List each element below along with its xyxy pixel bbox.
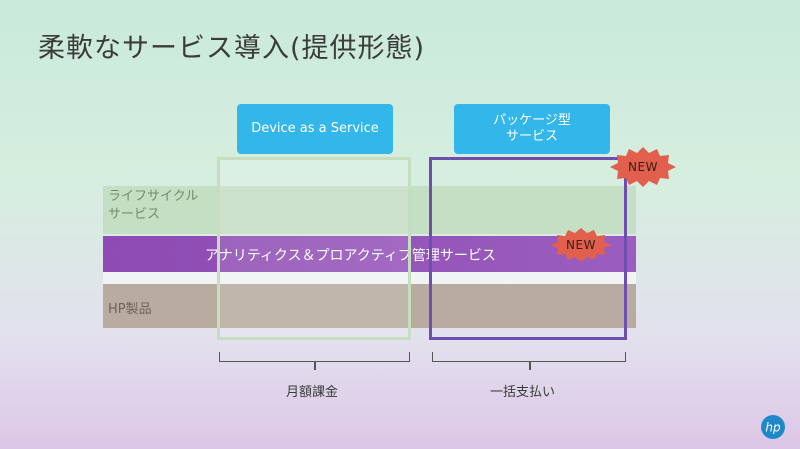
starburst-icon xyxy=(550,228,612,262)
lifecycle-label-line1: ライフサイクル xyxy=(108,189,199,204)
slide-title: 柔軟なサービス導入(提供形態) xyxy=(38,33,426,64)
new-badge-analytics-text: NEW xyxy=(566,238,596,252)
analytics-label: アナリティクス＆プロアクティブ管理サービス xyxy=(205,248,496,264)
monthly-bracket-tick xyxy=(314,362,316,370)
package-service-label: パッケージ型 サービス xyxy=(454,104,610,154)
lifecycle-band xyxy=(103,186,636,234)
hp-logo-text: hp xyxy=(765,421,781,435)
analytics-band xyxy=(103,236,636,272)
package-frame xyxy=(429,157,627,340)
new-badge-package: NEW xyxy=(609,146,677,188)
new-badge-analytics: NEW xyxy=(549,227,613,263)
daas-label: Device as a Service xyxy=(237,104,393,154)
daas-frame xyxy=(217,157,411,340)
daas-frame-tint xyxy=(220,160,408,337)
lifecycle-label: ライフサイクル サービス xyxy=(108,188,198,224)
hp-logo-icon: hp xyxy=(760,414,786,440)
hp-products-band xyxy=(103,284,636,328)
lump-sum-bracket xyxy=(432,352,626,362)
hp-products-label: HP製品 xyxy=(108,302,152,317)
lump-sum-bracket-tick xyxy=(529,362,531,370)
band-separator xyxy=(103,272,636,284)
package-label-line2: サービス xyxy=(505,129,558,144)
package-label-line1: パッケージ型 xyxy=(493,113,571,128)
lump-sum-caption: 一括支払い xyxy=(490,385,556,400)
monthly-bracket xyxy=(219,352,410,362)
new-badge-package-text: NEW xyxy=(628,160,658,174)
lifecycle-label-line2: サービス xyxy=(108,207,161,222)
daas-label-text: Device as a Service xyxy=(251,121,379,136)
monthly-billing-caption: 月額課金 xyxy=(286,385,339,400)
starburst-icon xyxy=(610,147,676,187)
